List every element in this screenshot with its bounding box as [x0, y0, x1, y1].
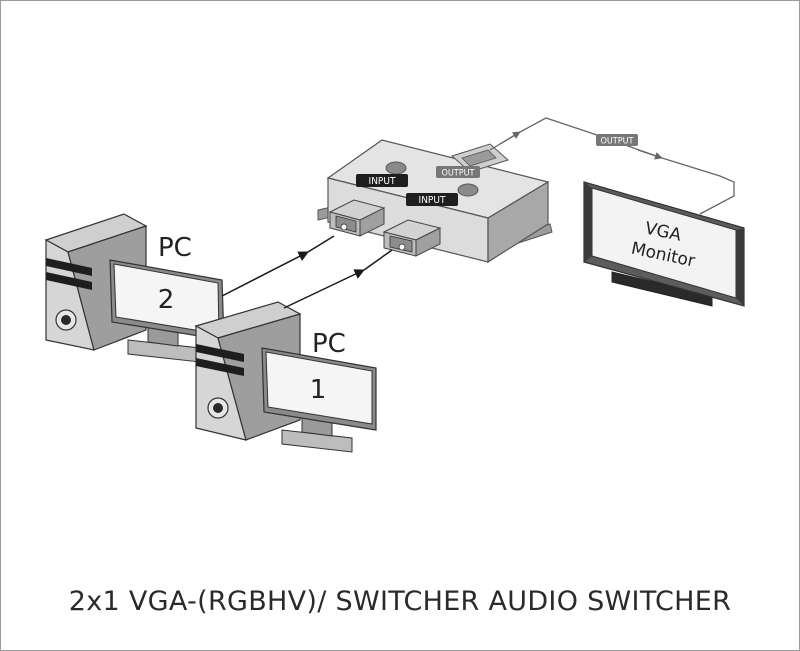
input-cable-pc2	[221, 235, 335, 297]
output-label-switcher: OUTPUT	[436, 166, 480, 179]
svg-text:OUTPUT: OUTPUT	[442, 169, 475, 179]
pc-1-label: PC	[312, 329, 346, 359]
input-connector-1	[328, 199, 386, 237]
pc-1: 1 PC	[194, 301, 377, 453]
vga-monitor: VGA Monitor	[583, 181, 745, 307]
switcher-device: INPUT OUTPUT INPUT	[317, 139, 553, 264]
pc-2-monitor: 2	[109, 259, 225, 363]
switch-button-1	[385, 161, 407, 175]
pc-1-monitor: 1	[261, 347, 377, 453]
input-cable-pc1	[283, 249, 393, 309]
svg-text:INPUT: INPUT	[369, 176, 396, 187]
svg-text:OUTPUT: OUTPUT	[601, 137, 634, 147]
pc-2-label: PC	[158, 233, 192, 263]
pc-2: 2 PC	[44, 213, 225, 363]
input-label-2: INPUT	[406, 193, 458, 206]
input-label-1: INPUT	[356, 174, 408, 187]
pc-1-number: 1	[310, 375, 327, 405]
cable-output-label: OUTPUT	[596, 134, 638, 147]
switch-button-2	[457, 183, 479, 197]
diagram-caption: 2x1 VGA-(RGBHV)/ SWITCHER AUDIO SWITCHER	[68, 586, 732, 617]
pc-2-number: 2	[158, 285, 175, 315]
output-cable: OUTPUT	[489, 117, 735, 215]
svg-text:INPUT: INPUT	[419, 195, 446, 206]
